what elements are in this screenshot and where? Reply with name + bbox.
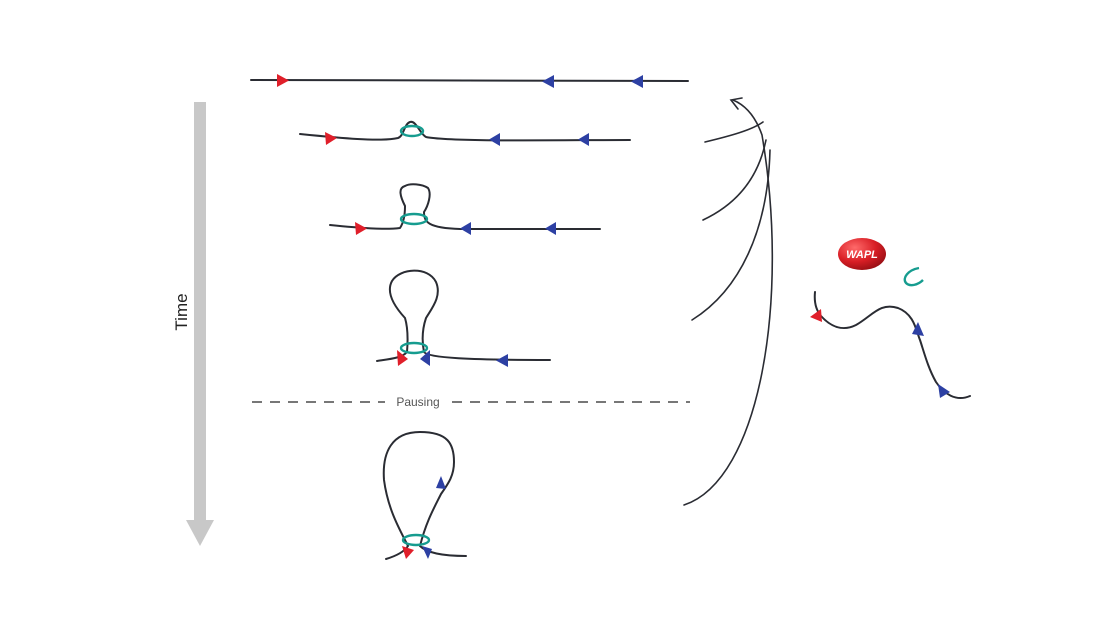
blue-ctcf-site <box>436 476 446 489</box>
cohesin-ring <box>401 533 431 547</box>
cohesin-ring <box>399 341 429 355</box>
red-ctcf-site <box>355 222 367 235</box>
arrow-head <box>729 97 743 110</box>
stage-1-dna <box>250 74 689 88</box>
released-dna <box>810 291 971 400</box>
blue-ctcf-site <box>631 75 643 88</box>
stage-3-dna <box>329 183 601 235</box>
blue-ctcf-site <box>578 133 589 146</box>
stage-2-dna <box>299 120 631 146</box>
red-ctcf-site <box>277 74 289 87</box>
time-label: Time <box>172 293 191 330</box>
open-cohesin-ring <box>903 266 924 287</box>
release-arrows <box>683 97 774 506</box>
blue-ctcf-site <box>542 75 554 88</box>
time-arrow <box>186 102 214 546</box>
cohesin-ring <box>399 124 425 138</box>
blue-ctcf-site <box>496 354 508 367</box>
red-ctcf-site <box>325 132 337 145</box>
blue-ctcf-site <box>912 322 924 336</box>
blue-ctcf-site <box>938 384 950 398</box>
cohesin-ring <box>399 212 429 226</box>
blue-ctcf-site <box>545 222 556 235</box>
pausing-label: Pausing <box>396 395 439 409</box>
blue-ctcf-site <box>489 133 500 146</box>
blue-ctcf-site <box>420 350 430 366</box>
wapl-protein: WAPL <box>838 238 886 270</box>
red-ctcf-site <box>810 309 822 322</box>
wapl-label: WAPL <box>846 249 878 261</box>
red-ctcf-site <box>402 546 414 559</box>
blue-ctcf-site <box>460 222 471 235</box>
stage-5-dna <box>382 431 467 560</box>
blue-ctcf-site <box>422 546 432 559</box>
stage-4-dna <box>376 269 551 367</box>
red-ctcf-site <box>397 350 408 366</box>
